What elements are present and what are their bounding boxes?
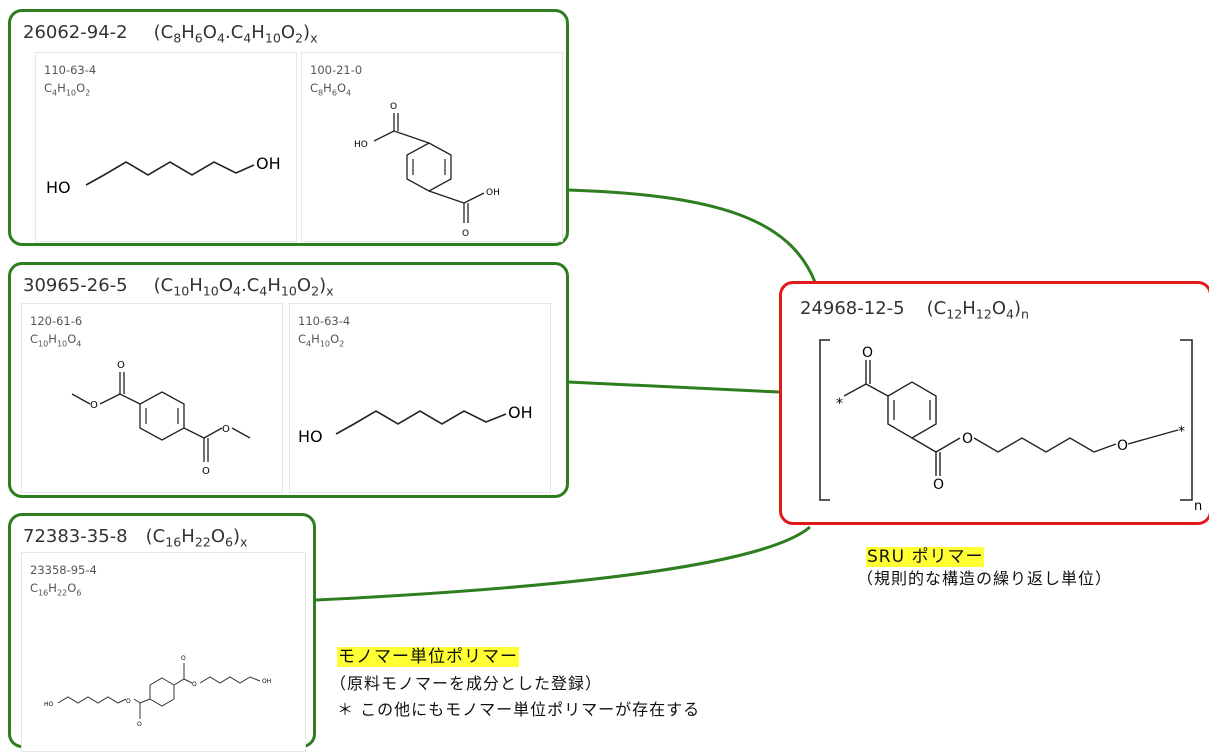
svg-text:*: *	[1178, 424, 1185, 440]
card-cas: 23358-95-4	[30, 563, 97, 577]
svg-text:OH: OH	[486, 188, 500, 198]
card-formula: C8H6O4	[310, 81, 352, 98]
svg-text:O: O	[462, 229, 469, 239]
monomer-card-terephthalic-acid: 100-21-0 C8H6O4 O HO O OH	[301, 52, 563, 242]
structure-dimethyl-terephthalate: O O O O	[71, 360, 251, 477]
card-cas: 110-63-4	[44, 63, 97, 77]
svg-text:OH: OH	[508, 403, 533, 422]
monomer-group-3: 72383-35-8 (C16H22O6)x 23358-95-4 C16H22O…	[8, 513, 316, 752]
svg-text:*: *	[836, 396, 843, 412]
svg-text:O: O	[202, 466, 210, 477]
svg-text:HO: HO	[298, 427, 323, 446]
group-2-formula: (C10H10O4.C4H10O2)x	[153, 275, 334, 299]
monomer-note-title-text: モノマー単位ポリマー	[337, 647, 519, 667]
sru-polymer-box: 24968-12-5 (C12H12O4)n * O O O O * n	[779, 281, 1209, 525]
sru-note-subtitle: （規則的な構造の繰り返し単位）	[857, 569, 1113, 588]
svg-text:HO: HO	[354, 140, 368, 150]
svg-text:n: n	[1194, 499, 1202, 514]
monomer-note-line2: ＊ この他にもモノマー単位ポリマーが存在する	[337, 700, 701, 719]
monomer-group-2: 30965-26-5 (C10H10O4.C4H10O2)x 120-61-6 C…	[8, 262, 569, 498]
monomer-card-butanediol: 110-63-4 C4H10O2 HO OH	[35, 52, 297, 242]
structure-bis-hydroxybutyl-terephthalate: HO O O O O OH	[44, 655, 271, 728]
sru-note-title: SRU ポリマー	[866, 542, 985, 567]
structure-butanediol: HO OH	[298, 403, 533, 446]
sru-cas: 24968-12-5	[800, 298, 905, 319]
monomer-note-title: モノマー単位ポリマー	[337, 642, 519, 667]
svg-text:O: O	[137, 721, 142, 728]
svg-text:O: O	[390, 102, 397, 112]
group-1-header: 26062-94-2 (C8H6O4.C4H10O2)x	[23, 22, 318, 46]
svg-text:O: O	[126, 698, 131, 705]
svg-text:O: O	[222, 424, 230, 435]
monomer-card-bis-hydroxybutyl-terephthalate: 23358-95-4 C16H22O6 HO O O O O OH	[21, 552, 306, 752]
connector-box3-sru	[315, 525, 811, 602]
monomer-group-1: 26062-94-2 (C8H6O4.C4H10O2)x 110-63-4 C4H…	[8, 9, 569, 246]
card-cas: 100-21-0	[310, 63, 363, 77]
svg-text:OH: OH	[262, 678, 271, 685]
svg-text:O: O	[1117, 438, 1128, 454]
card-formula: C4H10O2	[44, 81, 91, 98]
structure-sru-repeat-unit: * O O O O * n	[819, 339, 1202, 514]
structure-butanediol: HO OH	[46, 154, 281, 197]
card-cas: 120-61-6	[30, 314, 83, 328]
sru-header: 24968-12-5 (C12H12O4)n	[800, 298, 1029, 322]
group-3-cas: 72383-35-8	[23, 526, 128, 547]
svg-text:O: O	[862, 345, 873, 361]
monomer-card-butanediol: 110-63-4 C4H10O2 HO OH	[289, 303, 551, 493]
connector-box1-sru	[567, 188, 817, 283]
connector-box2-sru	[567, 380, 780, 394]
card-formula: C10H10O4	[30, 332, 82, 349]
card-formula: C4H10O2	[298, 332, 345, 349]
group-1-cas: 26062-94-2	[23, 22, 128, 43]
svg-text:HO: HO	[44, 701, 54, 708]
group-2-header: 30965-26-5 (C10H10O4.C4H10O2)x	[23, 275, 334, 299]
svg-text:O: O	[117, 360, 125, 371]
monomer-note-line1: （原料モノマーを成分とした登録）	[330, 674, 603, 693]
svg-text:O: O	[962, 431, 973, 447]
svg-text:O: O	[192, 681, 197, 688]
svg-text:O: O	[90, 400, 98, 411]
svg-text:OH: OH	[256, 154, 281, 173]
card-formula: C16H22O6	[30, 581, 82, 598]
svg-text:HO: HO	[46, 178, 71, 197]
sru-note-title-text: SRU ポリマー	[866, 547, 985, 567]
group-2-cas: 30965-26-5	[23, 275, 128, 296]
monomer-card-dimethyl-terephthalate: 120-61-6 C10H10O4 O O O O	[21, 303, 283, 493]
svg-text:O: O	[933, 477, 944, 493]
svg-text:O: O	[181, 655, 186, 662]
group-3-formula: (C16H22O6)x	[145, 526, 248, 550]
card-cas: 110-63-4	[298, 314, 351, 328]
group-3-header: 72383-35-8 (C16H22O6)x	[23, 526, 247, 550]
sru-formula: (C12H12O4)n	[926, 298, 1030, 322]
group-1-formula: (C8H6O4.C4H10O2)x	[153, 22, 318, 46]
structure-terephthalic-acid: O HO O OH	[354, 102, 500, 239]
